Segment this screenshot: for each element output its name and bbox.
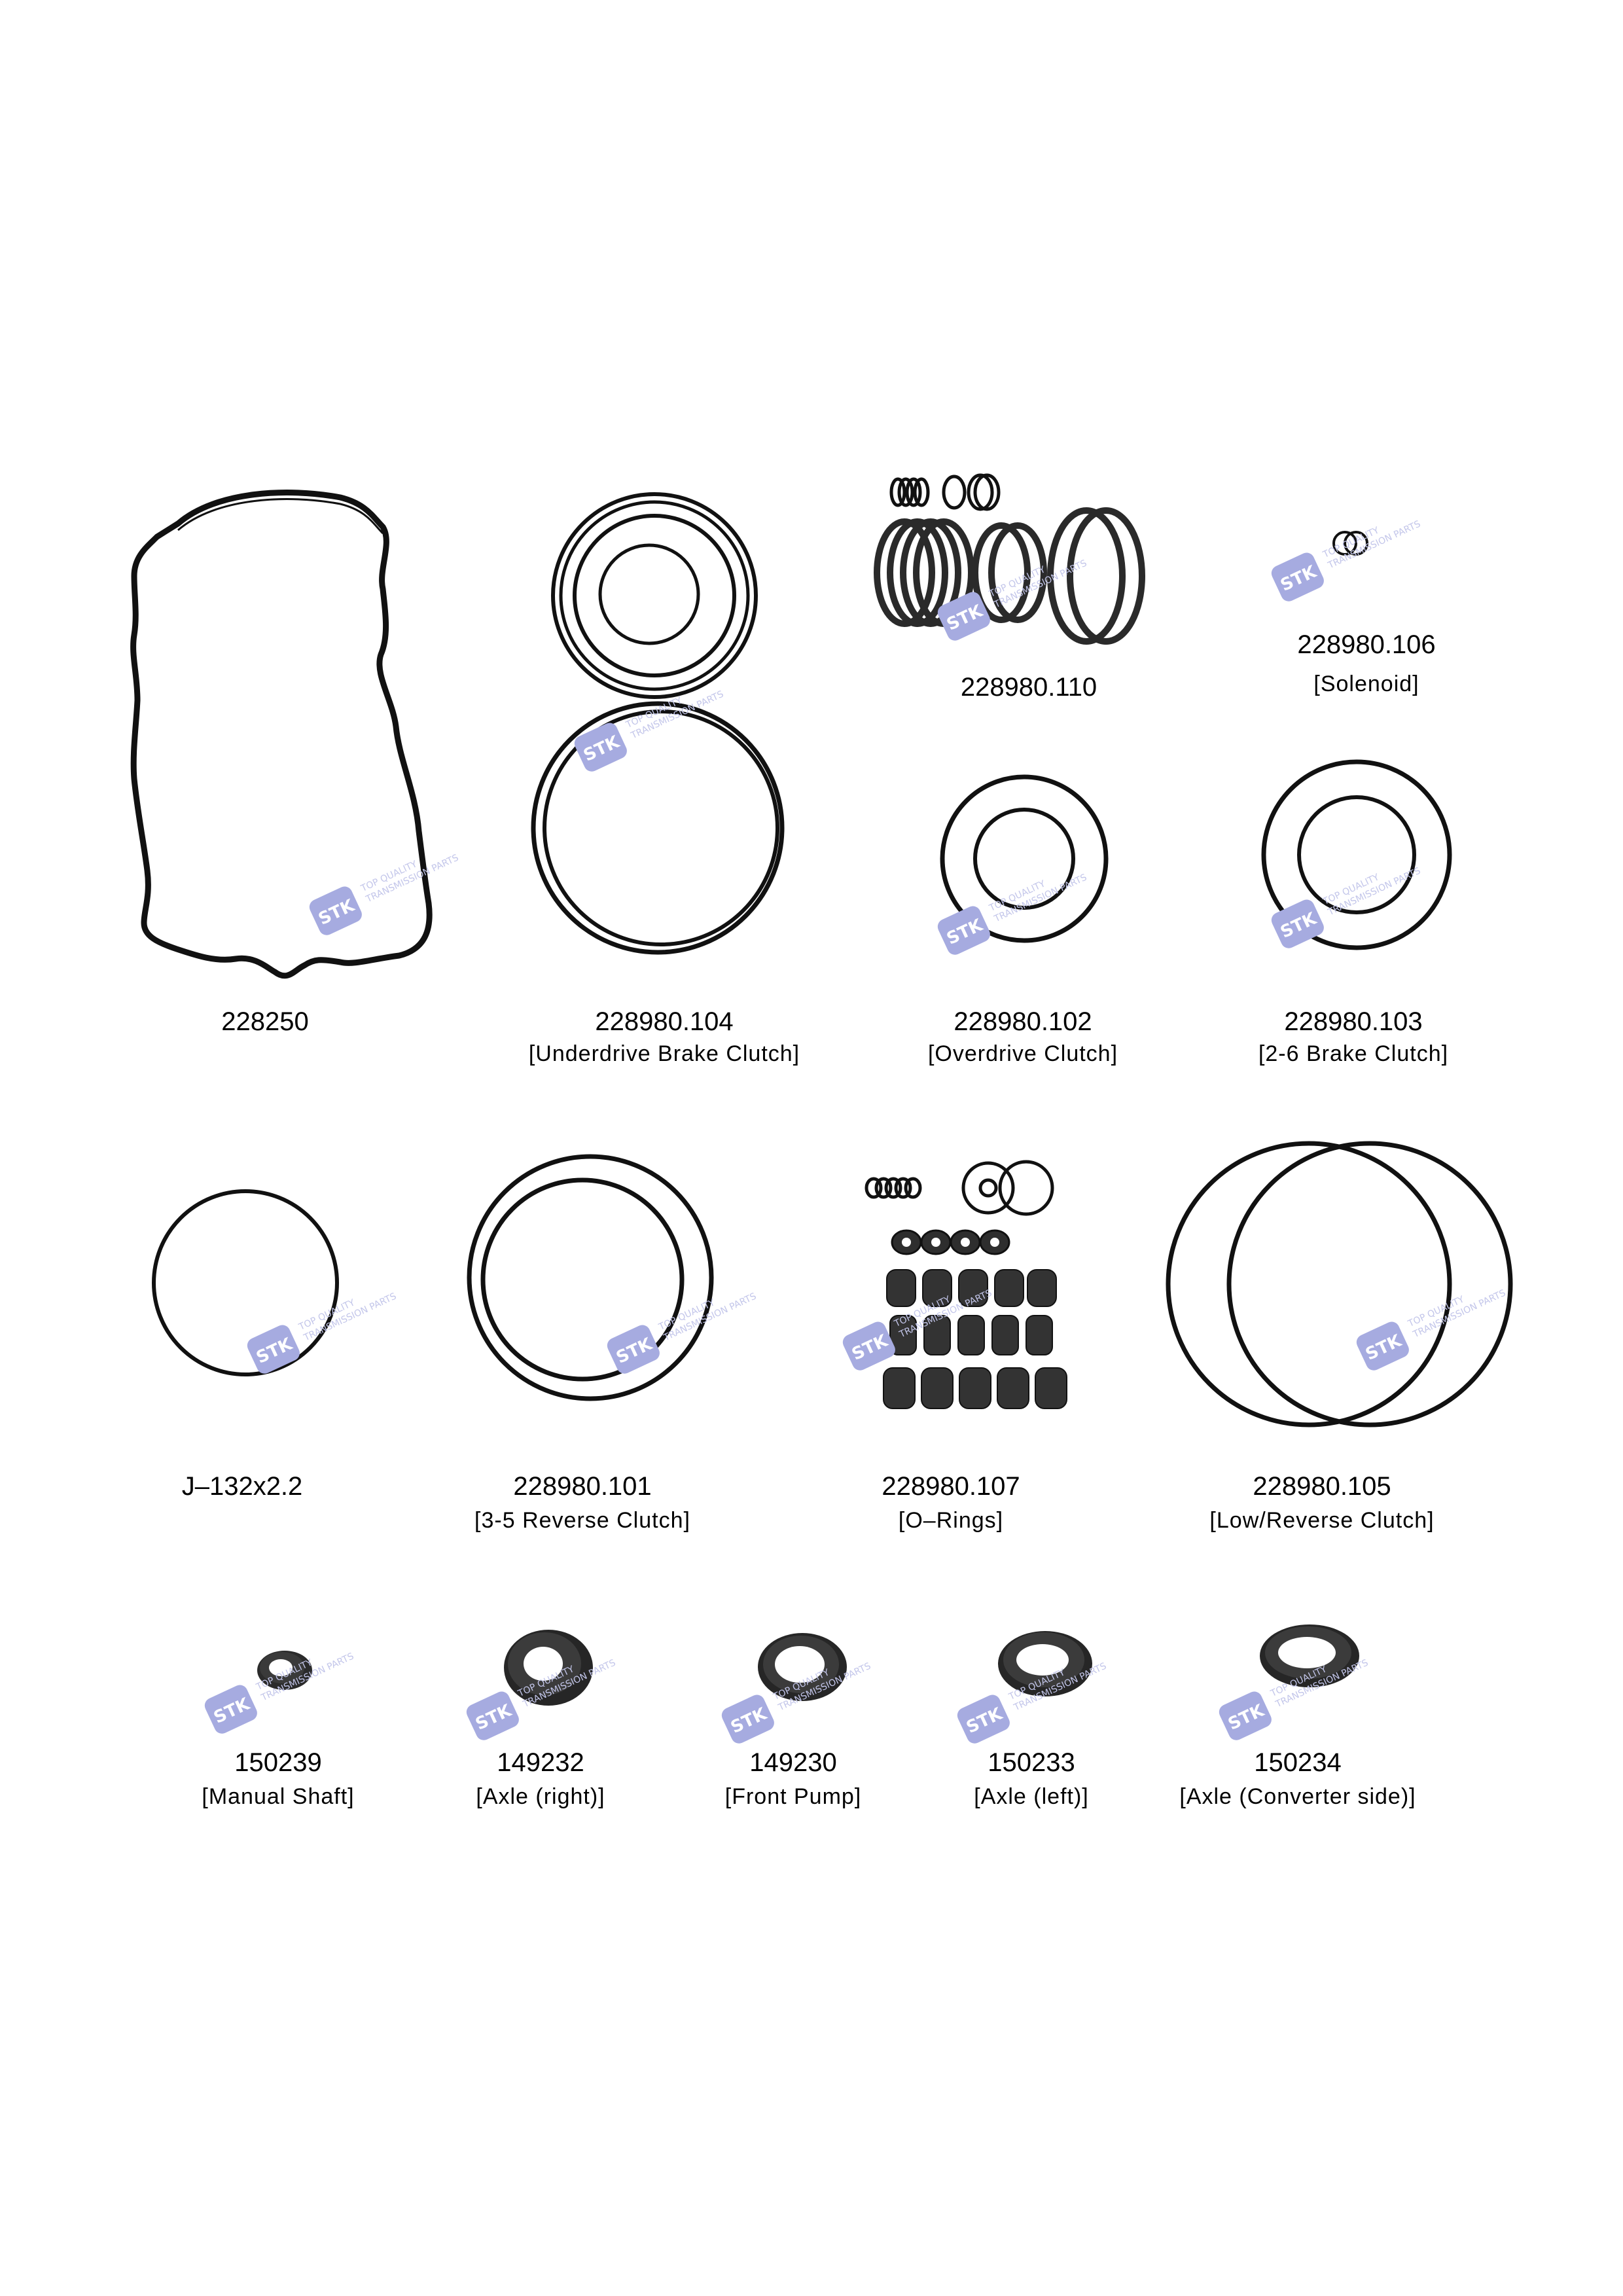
part-description: [2-6 Brake Clutch] <box>1258 1041 1449 1066</box>
overdrive-seal-set-image <box>940 774 1109 943</box>
reverse-clutch-3-5-seal-set-image <box>467 1154 714 1401</box>
part-code: 228980.103 <box>1284 1007 1423 1036</box>
part-code: 149232 <box>497 1748 584 1777</box>
part-code: J–132x2.2 <box>181 1472 303 1501</box>
part-description: [Low/Reverse Clutch] <box>1209 1508 1435 1533</box>
axle-converter-side-seal-image <box>1260 1624 1359 1687</box>
part-description: [Manual Shaft] <box>202 1784 355 1809</box>
axle-left-seal-image <box>998 1631 1092 1696</box>
manual-shaft-seal-image <box>257 1651 312 1690</box>
part-description: [O–Rings] <box>898 1508 1004 1533</box>
part-description: [Axle (right)] <box>476 1784 605 1809</box>
part-code: 149230 <box>749 1748 837 1777</box>
part-description: [Front Pump] <box>724 1784 862 1809</box>
part-code: 150239 <box>234 1748 322 1777</box>
part-description: [Overdrive Clutch] <box>927 1041 1118 1066</box>
part-code: 228980.110 <box>960 673 1097 702</box>
part-description: [Axle (left)] <box>974 1784 1089 1809</box>
front-pump-seal-image <box>758 1633 847 1701</box>
part-description: [Axle (Converter side)] <box>1179 1784 1416 1809</box>
part-description: [3-5 Reverse Clutch] <box>474 1508 690 1533</box>
part-code: 228980.101 <box>513 1472 652 1501</box>
part-code: 150234 <box>1254 1748 1342 1777</box>
part-code: 228980.102 <box>954 1007 1092 1036</box>
part-code: 150233 <box>988 1748 1075 1777</box>
part-code: 228980.107 <box>882 1472 1020 1501</box>
part-code: 228250 <box>221 1007 309 1036</box>
part-code: 228980.104 <box>595 1007 734 1036</box>
low-reverse-clutch-seal-set-image <box>1166 1141 1513 1427</box>
underdrive-seal-set-image <box>531 492 785 955</box>
axle-right-seal-image <box>504 1630 593 1706</box>
part-code: 228980.105 <box>1253 1472 1391 1501</box>
part-code: 228980.106 <box>1297 630 1436 659</box>
o-ring-single-image <box>152 1189 339 1376</box>
o-rings-and-seals-image <box>865 1160 1067 1409</box>
brake-clutch-2-6-seal-set-image <box>1261 759 1452 950</box>
solenoid-orings-image <box>1332 531 1368 556</box>
pan-gasket-image <box>130 490 433 979</box>
part-description: [Solenoid] <box>1313 672 1419 696</box>
part-description: [Underdrive Brake Clutch] <box>528 1041 800 1066</box>
